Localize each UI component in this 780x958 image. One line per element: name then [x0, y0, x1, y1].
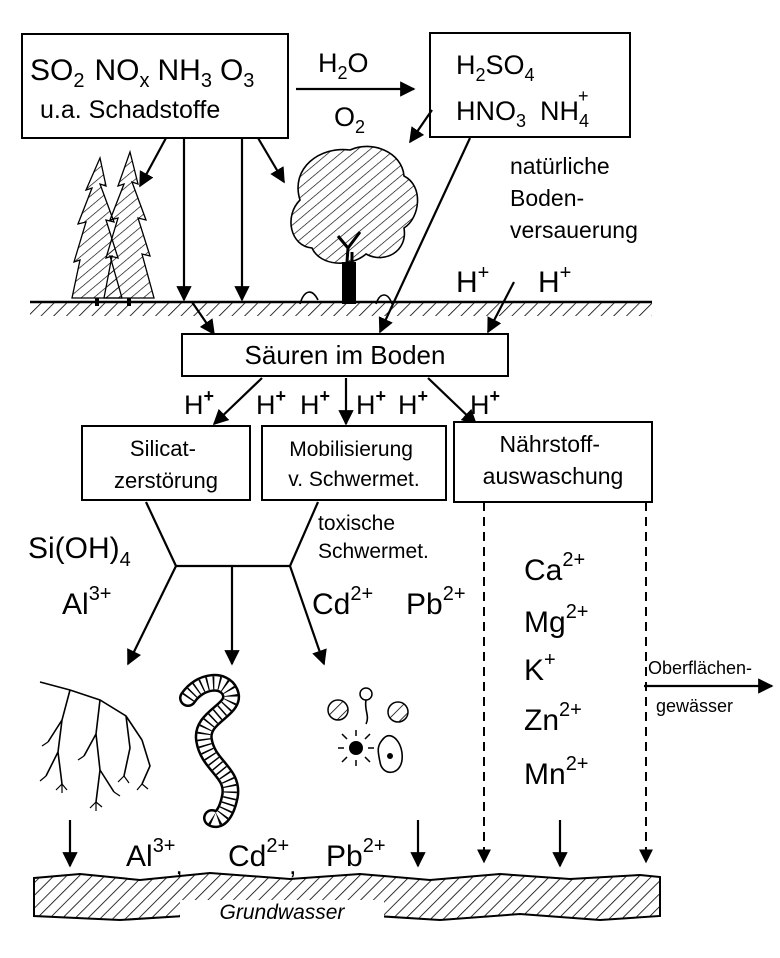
plant-roots-illustration — [39, 681, 151, 811]
groundwater-arrows — [62, 820, 568, 868]
formula-nox: NO — [94, 54, 139, 87]
svg-text:Silicat- zerstörung: Silicat- zerstörung — [114, 436, 218, 493]
pollutants-caption: u.a. Schadstoffe — [40, 96, 220, 124]
svg-text:Cd2+,: Cd2+, — [228, 835, 296, 880]
svg-text:Ca2+: Ca2+ — [524, 549, 585, 587]
svg-text:Al3+,: Al3+, — [126, 835, 183, 880]
groundwater-layer: Grundwasser — [33, 871, 661, 924]
microorganisms-illustration — [327, 687, 409, 774]
nutrient-leaching-box: Nährstoff- auswaschung — [453, 421, 653, 503]
formula-nh3: NH — [157, 54, 200, 87]
heavy-metal-mobilization-box: Mobilisierung v. Schwermet. — [261, 425, 447, 501]
svg-text:H2SO4: H2SO4 — [456, 50, 535, 85]
branching-lines — [127, 501, 327, 666]
silicate-products: Si(OH)4 Al3+ — [28, 532, 131, 621]
svg-text:H+: H+ — [256, 386, 286, 420]
soil-acids-box: Säuren im Boden — [181, 333, 509, 377]
natural-acidification-label: natürliche Boden- versauerung — [510, 153, 638, 243]
reagent-h2o: H — [318, 48, 338, 78]
soil-proton-2: H+ — [538, 262, 571, 299]
leaching-dashed-lines — [477, 502, 653, 864]
svg-text:Pb2+: Pb2+ — [406, 583, 466, 621]
svg-text:Pb2+: Pb2+ — [326, 835, 386, 873]
svg-text:H+: H+ — [300, 386, 330, 420]
svg-text:Mn2+: Mn2+ — [524, 753, 589, 791]
svg-text:H+: H+ — [356, 386, 386, 420]
proton-labels: H+ H+ H+ H+ H+ H+ — [184, 386, 500, 420]
deposition-arrows — [139, 109, 471, 336]
formula-h2so4: H — [456, 50, 476, 80]
surface-water: Oberflächen- gewässer — [644, 658, 774, 716]
reagent-o2: O — [334, 102, 355, 132]
formula-nh4: NH — [540, 96, 579, 126]
formula-hno3: HNO — [456, 96, 516, 126]
svg-text:Al3+: Al3+ — [62, 583, 112, 621]
silicate-destruction-box: Silicat- zerstörung — [81, 425, 251, 501]
soil-surface — [30, 300, 652, 316]
heavy-metal-products: toxische Schwermet. Cd2+ Pb2+ — [312, 512, 466, 621]
svg-text:Nährstoff- auswaschung: Nährstoff- auswaschung — [483, 431, 624, 489]
earthworm-illustration — [179, 674, 240, 829]
svg-text:Si(OH)4: Si(OH)4 — [28, 532, 131, 571]
svg-text:Zn2+: Zn2+ — [524, 699, 582, 737]
svg-text:H2O: H2O — [318, 48, 369, 83]
svg-text:H+: H+ — [470, 386, 500, 420]
conifer-trees-illustration — [71, 149, 155, 306]
formula-so2: SO — [30, 54, 73, 87]
svg-text:K+: K+ — [524, 649, 556, 687]
soil-proton-1: H+ — [456, 262, 489, 299]
svg-text:toxische Schwermet.: toxische Schwermet. — [318, 512, 429, 563]
formula-o3: O — [220, 54, 243, 87]
svg-text:Cd2+: Cd2+ — [312, 583, 373, 621]
svg-text:Mobilisierung v. Schwerm: Mobilisierung v. Schwermet. — [288, 438, 419, 491]
soil-acids-label: Säuren im Boden — [245, 340, 446, 370]
groundwater-label: Grundwasser — [220, 901, 346, 924]
surface-water-label-2: gewässer — [656, 696, 733, 716]
svg-text:Mg2+: Mg2+ — [524, 601, 589, 639]
deciduous-tree-illustration — [290, 145, 419, 305]
reaction-arrow: H2O O2 — [296, 48, 416, 137]
nutrient-ions: Ca2+ Mg2+ K+ Zn2+ Mn2+ — [524, 549, 589, 791]
acid-effect-arrows — [212, 377, 478, 426]
groundwater-ions: Al3+, Cd2+, Pb2+ — [126, 835, 386, 880]
svg-text:H+: H+ — [398, 386, 428, 420]
svg-text:H+: H+ — [184, 386, 214, 420]
svg-text:O2: O2 — [334, 102, 365, 137]
surface-water-label-1: Oberflächen- — [648, 658, 752, 678]
